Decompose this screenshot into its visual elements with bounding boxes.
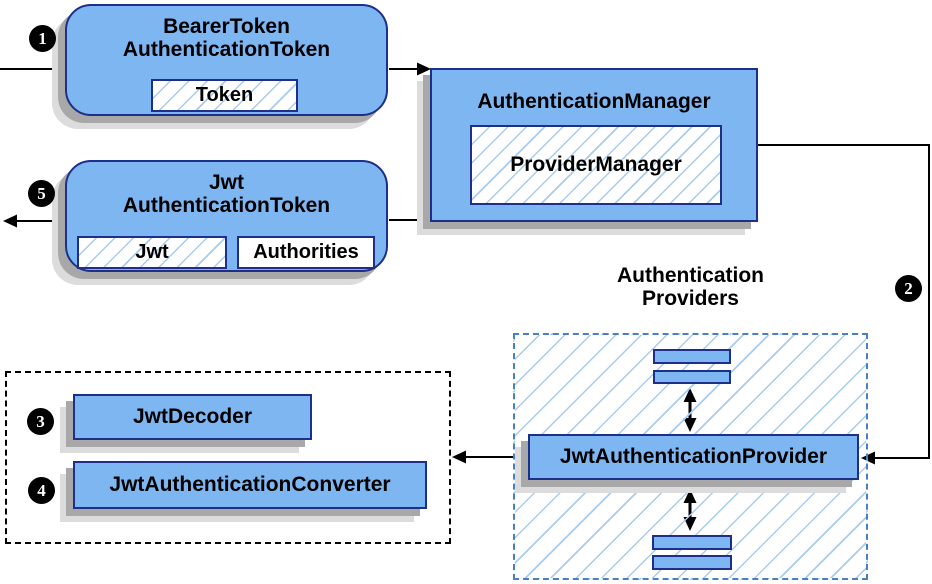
arrowhead-outgoing-left [3, 214, 17, 228]
jwt-authentication-provider-node: JwtAuthenticationProvider [528, 434, 859, 480]
token-chip-label: Token [195, 84, 254, 106]
authorities-chip: Authorities [237, 236, 375, 269]
bearer-token-title-line1: BearerToken [163, 15, 290, 38]
jwt-token-title-line1: Jwt [208, 171, 244, 194]
authentication-manager-title: AuthenticationManager [477, 90, 711, 113]
arrowhead-into-manager [417, 62, 431, 76]
provider-placeholder-rect [653, 349, 731, 364]
step-3-badge: 3 [27, 408, 54, 435]
bearer-token-authentication-token-node: BearerToken AuthenticationToken Token [65, 4, 388, 116]
jwt-authentication-token-node: Jwt AuthenticationToken Jwt Authorities [65, 160, 388, 272]
step-4-badge: 4 [28, 477, 55, 504]
group-title-line2: Providers [642, 287, 739, 310]
authentication-manager-node: AuthenticationManager ProviderManager [430, 68, 758, 222]
jwt-decoder-node: JwtDecoder [73, 394, 312, 440]
jwt-chip-label: Jwt [135, 241, 169, 263]
bearer-token-title-line2: AuthenticationToken [122, 38, 331, 61]
provider-manager-chip-label: ProviderManager [510, 153, 682, 176]
jwt-token-node-title: Jwt AuthenticationToken [67, 162, 386, 217]
group-title-line1: Authentication [617, 264, 764, 287]
jwt-chip: Jwt [77, 236, 227, 269]
jwt-authentication-converter-node: JwtAuthenticationConverter [73, 461, 427, 509]
jwt-decoder-label: JwtDecoder [132, 405, 253, 428]
jwt-authentication-converter-label: JwtAuthenticationConverter [109, 473, 391, 496]
arrowhead-into-decoder-group [452, 450, 466, 464]
provider-placeholder-rect [653, 370, 731, 384]
provider-placeholder-rect [652, 555, 732, 570]
jwt-authentication-provider-label: JwtAuthenticationProvider [559, 445, 828, 468]
bearer-token-node-title: BearerToken AuthenticationToken [67, 6, 386, 61]
authentication-providers-group-title: Authentication Providers [513, 264, 868, 310]
provider-manager-chip: ProviderManager [470, 125, 722, 205]
step-1-badge: 1 [29, 25, 56, 52]
token-chip: Token [151, 79, 298, 112]
authorities-chip-label: Authorities [253, 241, 359, 263]
step-2-badge: 2 [895, 275, 922, 302]
provider-placeholder-rect [652, 535, 732, 550]
jwt-token-title-line2: AuthenticationToken [122, 194, 331, 217]
step-5-badge: 5 [28, 180, 55, 207]
